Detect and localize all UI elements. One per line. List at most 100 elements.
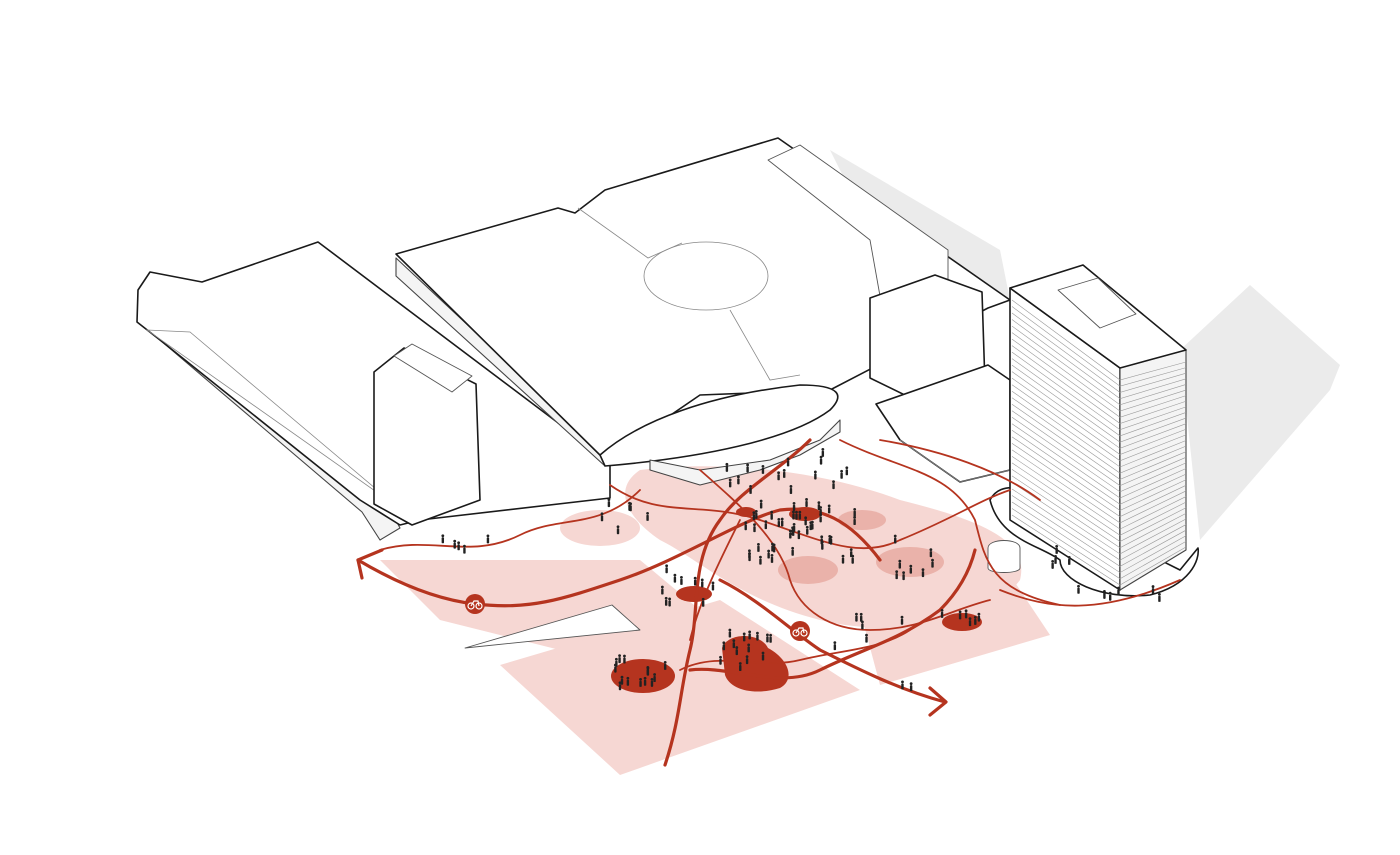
pedestrian bbox=[833, 641, 837, 651]
pedestrian bbox=[782, 468, 786, 478]
pedestrian-figures bbox=[441, 447, 1161, 692]
tower-floor-line bbox=[1011, 456, 1187, 530]
spine-north-south bbox=[663, 438, 812, 767]
pedestrian bbox=[797, 530, 801, 540]
tower-floor-line bbox=[1011, 332, 1187, 412]
pedestrian bbox=[668, 597, 672, 607]
pedestrian bbox=[761, 651, 765, 661]
pedestrian bbox=[759, 555, 762, 565]
pedestrian bbox=[1067, 555, 1071, 565]
pedestrian bbox=[795, 510, 798, 520]
pedestrian bbox=[788, 529, 792, 539]
ramp-wedge bbox=[464, 604, 641, 649]
tower-floor-line bbox=[1011, 384, 1187, 462]
spine-tower-connector bbox=[688, 548, 977, 680]
pedestrian bbox=[453, 539, 457, 549]
pedestrian bbox=[673, 573, 677, 583]
pedestrian bbox=[665, 564, 669, 574]
building-west-tower-top bbox=[393, 343, 473, 393]
pedestrian bbox=[660, 585, 664, 595]
pedestrian bbox=[849, 548, 853, 558]
tower-floor-line bbox=[1011, 403, 1187, 480]
pedestrian bbox=[646, 512, 649, 521]
tower-floor-line bbox=[1011, 312, 1187, 393]
pedestrian bbox=[756, 631, 759, 641]
pedestrian bbox=[744, 521, 748, 531]
pedestrian bbox=[749, 484, 752, 494]
tower bbox=[987, 264, 1199, 597]
pedestrian bbox=[792, 522, 796, 532]
tower-shadow bbox=[1180, 285, 1340, 540]
hotspot-3 bbox=[676, 586, 712, 602]
pedestrian bbox=[821, 447, 825, 457]
pedestrian bbox=[810, 520, 814, 530]
pedestrian bbox=[977, 612, 981, 622]
pedestrian bbox=[441, 534, 445, 544]
pedestrian bbox=[901, 680, 904, 690]
pedestrian bbox=[865, 633, 868, 643]
podium-edge bbox=[899, 439, 1011, 483]
tower-floor-line bbox=[1011, 390, 1187, 468]
pedestrian bbox=[745, 655, 749, 665]
tower-floor-line bbox=[1011, 462, 1187, 536]
pedestrian bbox=[753, 523, 756, 533]
pedestrian bbox=[742, 632, 746, 642]
hotspot-4 bbox=[942, 613, 982, 631]
pedestrian bbox=[600, 512, 604, 522]
pedestrian bbox=[463, 544, 466, 554]
pedestrian bbox=[777, 518, 781, 527]
pedestrian bbox=[840, 469, 844, 479]
pedestrian bbox=[722, 641, 726, 651]
tower-floor-line bbox=[1011, 319, 1187, 399]
pedestrian bbox=[700, 578, 704, 588]
pedestrian bbox=[761, 464, 765, 474]
building-central bbox=[395, 137, 1011, 486]
pedestrian bbox=[805, 498, 808, 507]
tower-floor-line bbox=[1011, 436, 1187, 511]
pedestrian bbox=[909, 564, 913, 574]
pedestrian bbox=[895, 570, 899, 580]
pedestrian bbox=[759, 499, 763, 509]
pedestrian bbox=[964, 609, 968, 619]
pedestrian bbox=[791, 546, 795, 556]
pedestrian bbox=[819, 506, 823, 515]
pedestrian bbox=[650, 677, 654, 687]
pedestrian bbox=[616, 525, 620, 535]
pedestrian bbox=[643, 676, 647, 686]
plaza-zone-northeast bbox=[920, 527, 960, 545]
arrow-head-west bbox=[356, 548, 384, 580]
pedestrian bbox=[664, 596, 668, 606]
entrance-colonnade bbox=[649, 419, 841, 486]
tower-floor-line bbox=[1011, 410, 1187, 486]
pedestrian bbox=[860, 620, 864, 630]
pedestrian bbox=[958, 610, 962, 620]
pedestrian bbox=[804, 516, 808, 526]
pedestrian bbox=[771, 542, 774, 552]
pedestrian bbox=[618, 681, 622, 691]
tower-floor-line bbox=[1011, 351, 1187, 431]
secondary-paths bbox=[379, 439, 1181, 671]
pedestrian bbox=[732, 639, 736, 649]
bicycle-icon bbox=[792, 627, 808, 637]
pedestrian bbox=[736, 475, 740, 485]
tower-floor-line bbox=[1011, 325, 1187, 406]
gathering-area-2 bbox=[778, 556, 838, 584]
main-paths bbox=[356, 438, 977, 767]
pedestrian bbox=[457, 541, 461, 551]
tower-floor-line bbox=[1011, 423, 1187, 499]
pedestrian bbox=[1054, 555, 1057, 564]
tower-floor-line bbox=[1011, 443, 1187, 518]
pedestrian bbox=[817, 501, 821, 511]
tower-floor-line bbox=[1011, 371, 1187, 449]
pedestrian bbox=[701, 597, 705, 607]
pedestrian bbox=[929, 548, 933, 558]
pedestrian bbox=[853, 516, 857, 525]
pedestrian bbox=[777, 471, 780, 481]
pedestrian bbox=[757, 542, 760, 552]
pedestrian bbox=[620, 675, 624, 685]
pedestrian bbox=[607, 498, 611, 508]
pedestrian bbox=[841, 554, 845, 564]
pedestrian bbox=[853, 507, 857, 517]
bicycle-marker-east bbox=[790, 621, 810, 641]
